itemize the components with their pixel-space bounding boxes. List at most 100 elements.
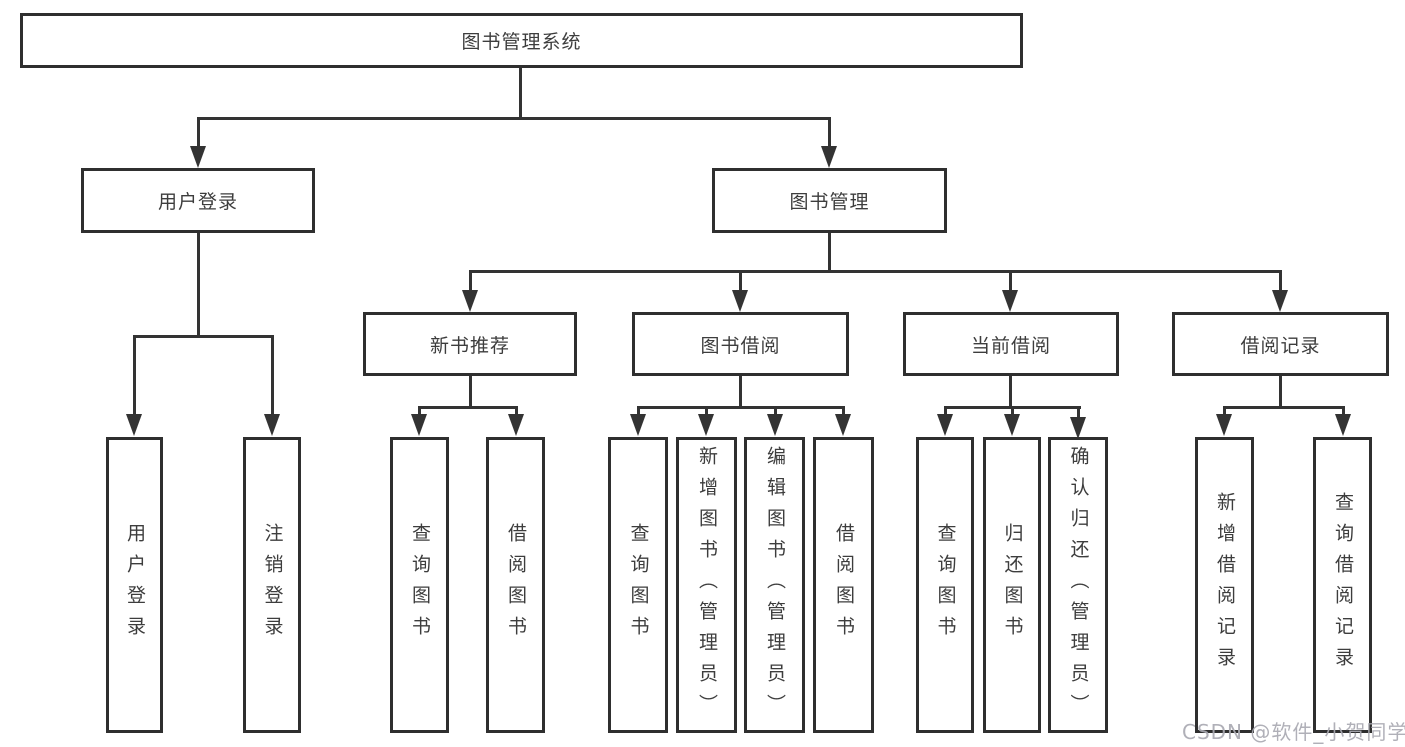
arrow-stem xyxy=(842,408,845,414)
node-label: 查询借阅记录 xyxy=(1332,492,1354,678)
connector-line xyxy=(469,270,1282,273)
arrow-head-icon xyxy=(1004,414,1020,436)
connector-arrow-down xyxy=(1272,272,1288,312)
node-user-login: 用户登录 xyxy=(81,168,315,233)
arrow-head-icon xyxy=(835,414,851,436)
node-label: 注销登录 xyxy=(261,523,284,647)
leaf-user-login: 用户登录 xyxy=(106,437,163,733)
arrow-head-icon xyxy=(767,414,783,436)
arrow-stem xyxy=(1077,408,1080,417)
connector-arrow-down xyxy=(698,408,714,436)
leaf-add-borrow-record: 新增借阅记录 xyxy=(1195,437,1254,733)
arrow-stem xyxy=(637,408,640,414)
connector-arrow-down xyxy=(767,408,783,436)
arrow-stem xyxy=(828,119,831,146)
connector-arrow-down xyxy=(1070,408,1086,439)
connector-arrow-down xyxy=(630,408,646,436)
leaf-borrow-books: 借阅图书 xyxy=(813,437,874,733)
arrow-stem xyxy=(1011,408,1014,414)
leaf-logout: 注销登录 xyxy=(243,437,301,733)
connector-arrow-down xyxy=(190,119,206,168)
node-label: 图书借阅 xyxy=(700,334,781,357)
node-book-borrow: 图书借阅 xyxy=(632,312,849,376)
connector-arrow-down xyxy=(508,408,524,436)
arrow-stem xyxy=(133,337,136,414)
connector-line xyxy=(944,406,1081,409)
arrow-stem xyxy=(515,408,518,414)
arrow-stem xyxy=(271,337,274,414)
arrow-head-icon xyxy=(508,414,524,436)
arrow-head-icon xyxy=(698,414,714,436)
node-new-book-recommend: 新书推荐 xyxy=(363,312,577,376)
leaf-query-books-recommend: 查询图书 xyxy=(390,437,449,733)
node-root: 图书管理系统 xyxy=(20,13,1023,68)
arrow-stem xyxy=(739,272,742,290)
connector-line xyxy=(739,376,742,409)
node-borrow-records: 借阅记录 xyxy=(1172,312,1389,376)
node-label: 查询图书 xyxy=(627,523,650,647)
node-book-management: 图书管理 xyxy=(712,168,947,233)
leaf-borrow-books-recommend: 借阅图书 xyxy=(486,437,545,733)
connector-arrow-down xyxy=(264,337,280,436)
connector-arrow-down xyxy=(732,272,748,312)
arrow-head-icon xyxy=(1335,414,1351,436)
connector-arrow-down xyxy=(821,119,837,168)
arrow-stem xyxy=(944,408,947,414)
connector-line xyxy=(197,233,200,337)
arrow-stem xyxy=(469,272,472,290)
node-label: 用户登录 xyxy=(157,191,238,213)
connector-line xyxy=(519,68,522,120)
arrow-head-icon xyxy=(630,414,646,436)
connector-line xyxy=(197,117,831,120)
leaf-return-book: 归还图书 xyxy=(983,437,1041,733)
leaf-edit-book-admin: 编辑图书（管理员） xyxy=(744,437,805,733)
arrow-head-icon xyxy=(462,290,478,312)
connector-arrow-down xyxy=(411,408,427,436)
connector-line xyxy=(1009,376,1012,409)
connector-line xyxy=(469,376,472,409)
arrow-head-icon xyxy=(1216,414,1232,436)
arrow-head-icon xyxy=(1002,290,1018,312)
arrow-head-icon xyxy=(1272,290,1288,312)
connector-arrow-down xyxy=(835,408,851,436)
arrow-stem xyxy=(774,408,777,414)
watermark: CSDN @软件_小贺同学 xyxy=(1182,720,1405,744)
node-label: 编辑图书（管理员） xyxy=(764,445,786,725)
node-label: 图书管理 xyxy=(789,191,870,213)
arrow-head-icon xyxy=(937,414,953,436)
connector-arrow-down xyxy=(462,272,478,312)
connector-arrow-down xyxy=(1004,408,1020,436)
node-label: 图书管理系统 xyxy=(461,31,582,53)
arrow-stem xyxy=(705,408,708,414)
connector-line xyxy=(133,335,274,338)
connector-line xyxy=(1279,376,1282,409)
node-label: 借阅图书 xyxy=(505,523,527,647)
arrow-head-icon xyxy=(732,290,748,312)
leaf-query-books-borrow: 查询图书 xyxy=(608,437,668,733)
node-label: 查询图书 xyxy=(409,523,431,647)
node-label: 确认归还（管理员） xyxy=(1067,445,1090,725)
node-label: 新增图书（管理员） xyxy=(696,445,718,725)
arrow-stem xyxy=(418,408,421,414)
connector-line xyxy=(418,406,518,409)
arrow-head-icon xyxy=(190,146,206,168)
arrow-head-icon xyxy=(821,146,837,168)
leaf-add-book-admin: 新增图书（管理员） xyxy=(676,437,737,733)
connector-arrow-down xyxy=(1335,408,1351,436)
connector-arrow-down xyxy=(126,337,142,436)
node-label: 借阅记录 xyxy=(1240,334,1321,357)
node-label: 新书推荐 xyxy=(429,334,510,357)
leaf-query-books-current: 查询图书 xyxy=(916,437,974,733)
node-label: 借阅图书 xyxy=(833,523,855,647)
connector-line xyxy=(828,233,831,273)
node-label: 新增借阅记录 xyxy=(1214,492,1236,678)
arrow-stem xyxy=(1223,408,1226,414)
connector-arrow-down xyxy=(1002,272,1018,312)
arrow-head-icon xyxy=(411,414,427,436)
arrow-stem xyxy=(197,119,200,146)
leaf-query-borrow-record: 查询借阅记录 xyxy=(1313,437,1372,733)
connector-arrow-down xyxy=(1216,408,1232,436)
node-label: 用户登录 xyxy=(124,523,146,647)
connector-arrow-down xyxy=(937,408,953,436)
